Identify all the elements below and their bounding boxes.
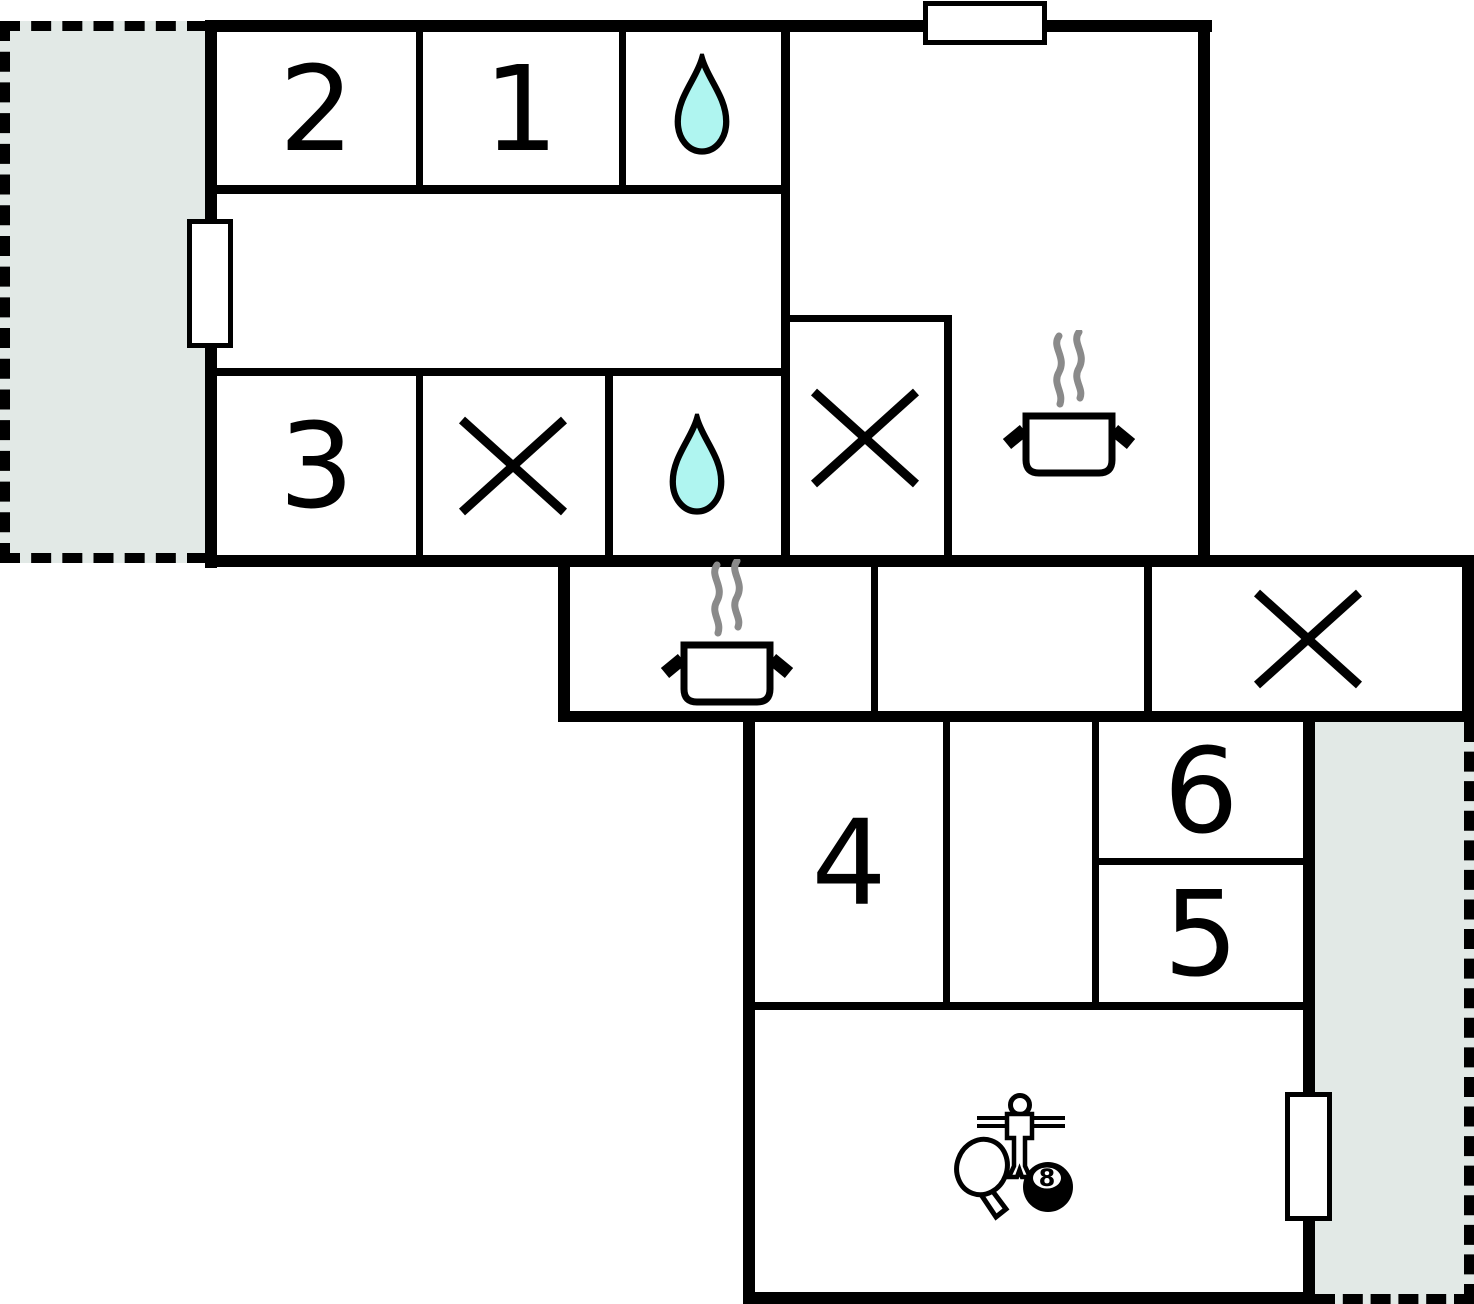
wall-segment bbox=[1462, 555, 1474, 722]
wall-segment bbox=[205, 555, 1474, 567]
cross-icon bbox=[809, 387, 921, 489]
wall-segment bbox=[619, 31, 626, 185]
eight-ball-number: 8 bbox=[1039, 1164, 1056, 1192]
wall-segment bbox=[205, 185, 790, 194]
room-4-label: 4 bbox=[811, 793, 887, 932]
wall-segment bbox=[944, 315, 952, 555]
room-5-label: 5 bbox=[1163, 865, 1239, 1003]
game-room-icons: 8 bbox=[935, 1082, 1125, 1260]
wall-segment bbox=[605, 376, 613, 555]
terrace-bottom-right bbox=[1315, 722, 1474, 1304]
table-tennis-paddle-icon bbox=[954, 1136, 1010, 1221]
cross-icon bbox=[457, 415, 569, 517]
terrace-top-left bbox=[0, 21, 207, 563]
water-drop-icon bbox=[666, 412, 728, 518]
cross-icon bbox=[1252, 588, 1364, 690]
door-bottom-right-wall bbox=[1285, 1092, 1332, 1221]
wall-segment bbox=[416, 31, 423, 185]
wall-segment bbox=[1144, 563, 1152, 711]
wall-segment bbox=[558, 555, 570, 722]
room-6-label: 6 bbox=[1163, 721, 1239, 860]
wall-segment bbox=[743, 711, 755, 1304]
wall-segment bbox=[943, 722, 950, 1010]
wall-segment bbox=[871, 567, 878, 711]
wall-segment bbox=[781, 315, 952, 322]
foosball-player-icon bbox=[977, 1093, 1065, 1180]
water-drop-icon bbox=[671, 52, 733, 158]
eight-ball-icon: 8 bbox=[1023, 1162, 1073, 1212]
cooking-pot-icon bbox=[1003, 330, 1135, 478]
door-left-wall bbox=[187, 219, 233, 348]
wall-segment bbox=[416, 376, 423, 555]
wall-segment bbox=[1092, 722, 1099, 1010]
wall-segment bbox=[1198, 20, 1210, 567]
door-top-wall bbox=[923, 1, 1047, 45]
wall-segment bbox=[743, 1292, 1315, 1304]
wall-segment bbox=[781, 31, 790, 555]
wall-segment bbox=[755, 1002, 1303, 1010]
room-1-label: 1 bbox=[483, 39, 559, 178]
wall-segment bbox=[558, 711, 1474, 722]
room-2-label: 2 bbox=[278, 39, 355, 178]
wall-segment bbox=[1098, 858, 1303, 865]
wall-segment bbox=[205, 368, 790, 376]
cooking-pot-icon bbox=[661, 559, 793, 707]
room-3-label: 3 bbox=[278, 397, 355, 535]
